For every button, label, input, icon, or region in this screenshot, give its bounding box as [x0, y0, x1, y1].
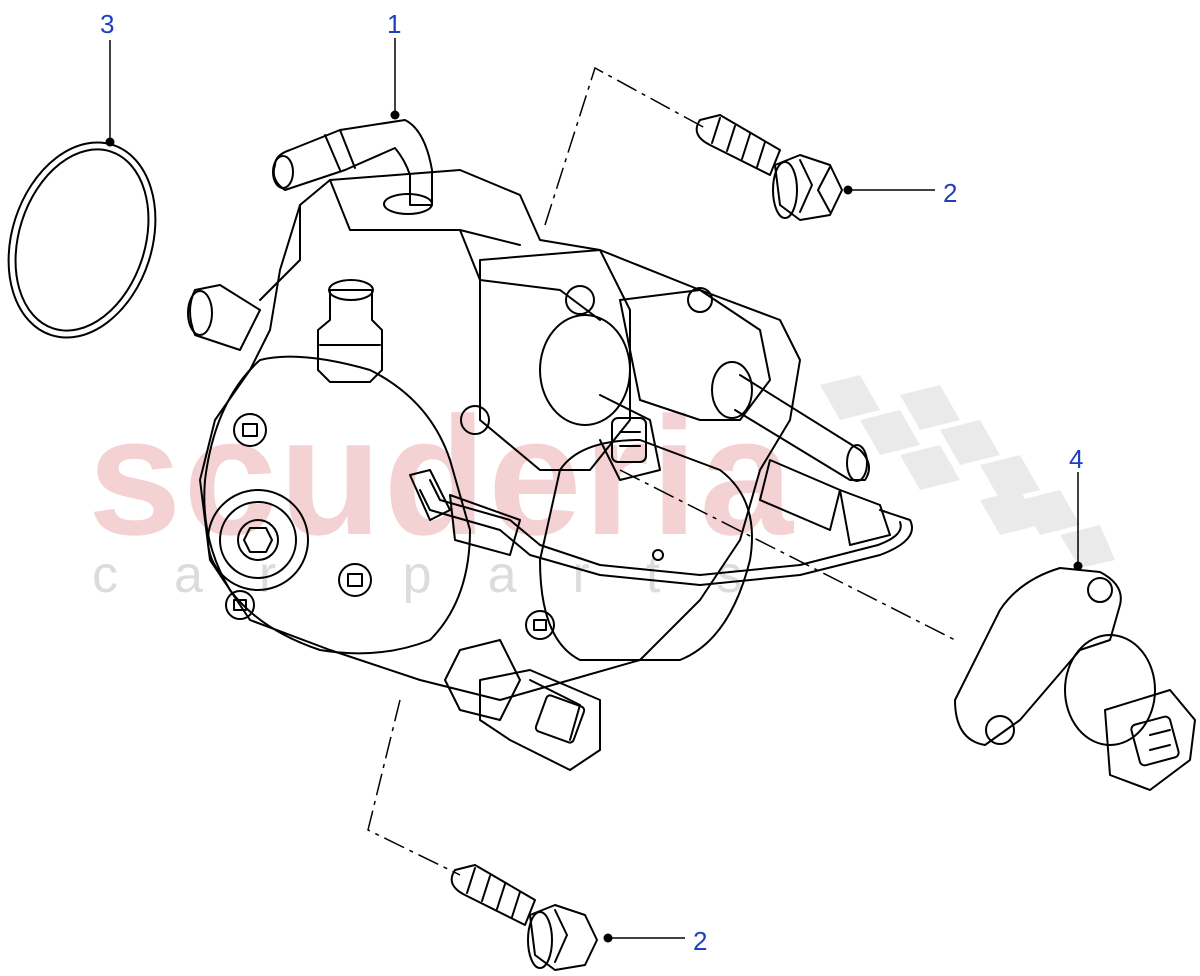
callout-3: 3: [100, 9, 115, 39]
outlet-pipe: [272, 119, 433, 215]
assembly-lines: [367, 66, 956, 876]
bolt-bottom: [450, 864, 598, 971]
o-ring: [7, 141, 157, 339]
pump-body: [187, 169, 801, 701]
bottom-sensor: [444, 639, 601, 771]
right-actuator: [619, 289, 870, 482]
bolt-top: [695, 114, 843, 221]
checkered-flag-watermark: [820, 375, 1115, 568]
callout-2-bottom: 2: [693, 926, 708, 956]
callout-1: 1: [387, 9, 402, 39]
pressure-sensor: [954, 567, 1196, 791]
watermark-tagline: car parts: [92, 546, 799, 604]
callout-2-top: 2: [943, 178, 958, 208]
callout-4: 4: [1069, 444, 1084, 474]
leader-lines: [109, 38, 1079, 939]
leader-dots: [105, 110, 1083, 943]
top-fitting: [317, 279, 383, 383]
fuel-return-pipe: [409, 459, 913, 586]
center-actuator: [479, 249, 753, 661]
